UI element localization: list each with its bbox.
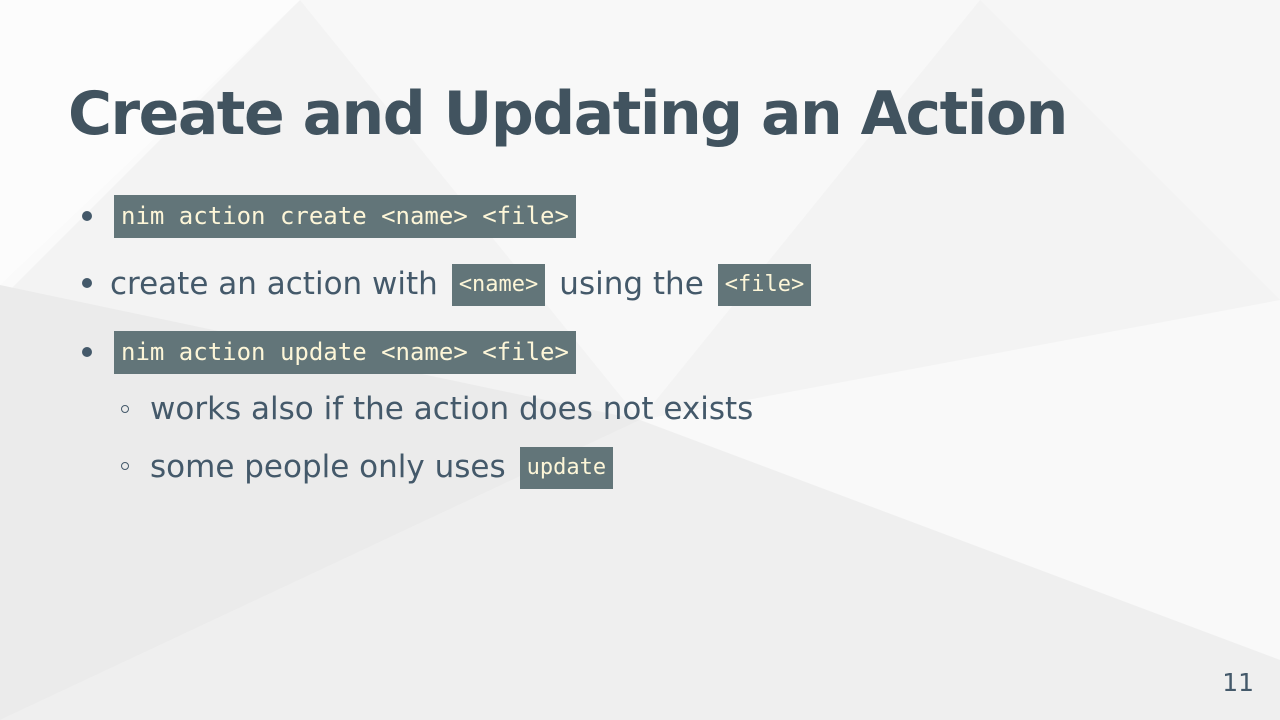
bullet-dot (82, 211, 92, 221)
sub-list-item: works also if the action does not exists (150, 388, 753, 431)
code-update: update (519, 446, 614, 489)
list-item: create an action with <name> using the <… (110, 263, 812, 306)
code-name: <name> (451, 263, 546, 306)
code-file: <file> (717, 263, 812, 306)
bullet-circle (121, 462, 129, 470)
list-item: nim action update <name> <file> (114, 331, 576, 374)
item-text: create an action with (110, 266, 438, 302)
slide-title: Create and Updating an Action (68, 79, 1068, 149)
code-create-command: nim action create <name> <file> (114, 195, 576, 238)
code-update-command: nim action update <name> <file> (114, 331, 576, 374)
item-text: using the (559, 266, 704, 302)
bullet-dot (82, 278, 92, 288)
list-item: nim action create <name> <file> (114, 195, 576, 238)
sub-item-text: some people only uses (150, 449, 506, 485)
page-number: 11 (1222, 668, 1254, 697)
sub-list-item: some people only uses update (150, 446, 614, 489)
bullet-dot (82, 347, 92, 357)
bullet-circle (121, 405, 129, 413)
sub-item-text: works also if the action does not exists (150, 391, 754, 427)
